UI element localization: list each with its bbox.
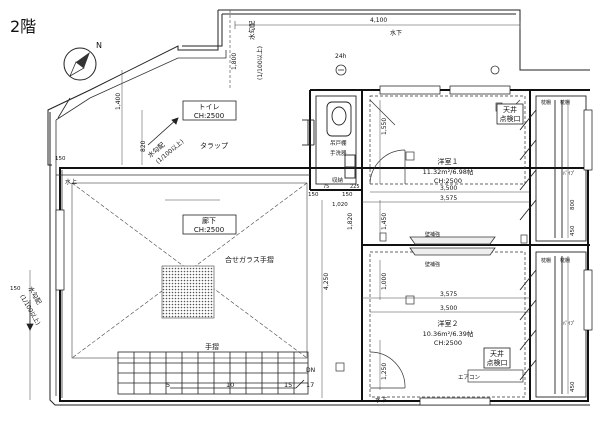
outer-outline [47, 9, 590, 406]
room1-details [369, 95, 526, 185]
step-15: 15 [284, 381, 292, 389]
label-cabinet: 吊戸棚 [330, 139, 347, 147]
slope-arrows [26, 97, 179, 331]
dim-3575b: 3,575 [440, 291, 457, 298]
label-roof-slope-top: 水下 [390, 29, 402, 37]
room1-name: 洋室１ [438, 157, 459, 166]
ceiling-hatch-2-line1: 天井 [490, 349, 504, 358]
label-roof-slope-right: 水下 [375, 396, 387, 404]
label-shelf-3: 枕棚 [541, 257, 551, 264]
dim-450b: 450 [570, 381, 576, 392]
label-24h: 24h [335, 53, 347, 60]
label-wall-board-2: 壁補強 [425, 261, 440, 268]
label-pole-2: ﾊﾟｲﾌﾟ [563, 320, 576, 327]
dim-1000: 1,000 [381, 273, 388, 290]
ceiling-hatch-2-line2: 点検口 [487, 358, 508, 367]
dim-1020: 1,020 [332, 202, 348, 208]
toilet-height: CH:2500 [194, 112, 224, 120]
room1-area: 11.32m²/6.98帖 [423, 167, 474, 176]
label-trap: タラップ [200, 141, 228, 150]
building-walls [59, 89, 590, 402]
dim-line-top [229, 10, 521, 90]
hallway-height: CH:2500 [194, 226, 224, 234]
label-shelf-4: 枕棚 [560, 257, 570, 264]
north-label: N [96, 41, 102, 50]
dim-150a: 150 [55, 156, 66, 162]
dim-1450: 1,450 [381, 213, 388, 230]
dim-820: 820 [140, 140, 147, 152]
compass-icon [63, 47, 97, 81]
dim-150b: 150 [10, 286, 21, 292]
label-shelf-2: 枕棚 [560, 99, 570, 106]
dim-4100: 4,100 [370, 17, 387, 24]
label-roof-up: 水上 [65, 178, 77, 186]
label-washbasin: 手洗器 [330, 149, 347, 157]
dim-3500b: 3,500 [440, 305, 457, 312]
dim-1800: 1,800 [231, 53, 238, 70]
step-5: 5 [166, 381, 170, 389]
dim-150d: 150 [342, 192, 353, 198]
windows [55, 85, 593, 406]
room2-name: 洋室２ [438, 319, 459, 328]
ceiling-hatch-1-line1: 天井 [503, 105, 517, 114]
slope-note-3: 水勾配 [247, 20, 256, 40]
label-storage: 収納 [332, 176, 344, 184]
dim-3500a: 3,500 [440, 185, 457, 192]
dim-150c: 150 [308, 192, 319, 198]
dim-1550: 1,550 [381, 118, 388, 135]
wall-boards [409, 236, 496, 256]
label-wall-board-1: 壁補強 [425, 231, 440, 238]
dim-75: 75 [323, 184, 329, 190]
ceiling-hatch-1-line2: 点検口 [500, 114, 521, 123]
dim-lines [29, 70, 569, 400]
label-pole-1: ﾊﾟｲﾌﾟ [563, 170, 576, 177]
dim-800: 800 [570, 199, 576, 210]
label-dn: DN [306, 367, 315, 374]
top-light-hatch [161, 265, 215, 319]
room2-height: CH:2500 [434, 339, 462, 347]
room2-area: 10.36m²/6.39帖 [423, 329, 474, 338]
dim-4250: 4,250 [323, 273, 330, 290]
room1-height: CH:2500 [434, 177, 462, 185]
toilet-name: トイレ [199, 103, 220, 111]
dim-225: 225 [350, 184, 360, 190]
dim-1250: 1,250 [381, 363, 388, 380]
wash-area [302, 95, 357, 185]
label-shelf-1: 枕棚 [541, 99, 551, 106]
dim-450a: 450 [570, 225, 576, 236]
fan-symbols [335, 64, 500, 76]
hallway-name: 廊下 [202, 216, 216, 225]
label-glass-rail: 合せガラス手摺 [225, 255, 274, 264]
dim-3575a: 3,575 [440, 195, 457, 202]
label-aircon: エアコン [458, 374, 481, 381]
label-handrail: 手摺 [205, 342, 219, 351]
step-17: 17 [306, 381, 314, 389]
dim-1400: 1,400 [115, 93, 122, 110]
staircase [117, 351, 309, 395]
floor-label: 2階 [10, 17, 36, 36]
dim-1820: 1,820 [347, 213, 354, 230]
step-10: 10 [226, 381, 234, 389]
slope-note-3b: (1/100以上) [256, 46, 264, 80]
